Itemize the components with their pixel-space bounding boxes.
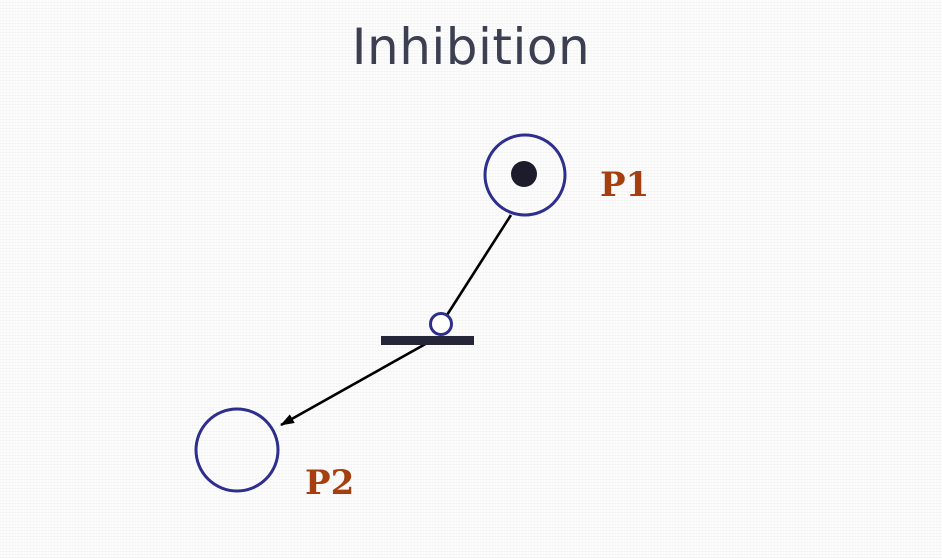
place-p2 (194, 407, 280, 493)
place-label-p2: P2 (305, 463, 354, 503)
output-arc (280, 340, 430, 427)
inhibitor-arc (445, 214, 513, 316)
token-p1 (511, 161, 537, 187)
place-p1 (483, 133, 567, 217)
inhibitor-circle (429, 312, 453, 336)
place-label-p1: P1 (600, 165, 649, 205)
slide-title: Inhibition (351, 18, 591, 76)
transition-bar (381, 336, 474, 345)
